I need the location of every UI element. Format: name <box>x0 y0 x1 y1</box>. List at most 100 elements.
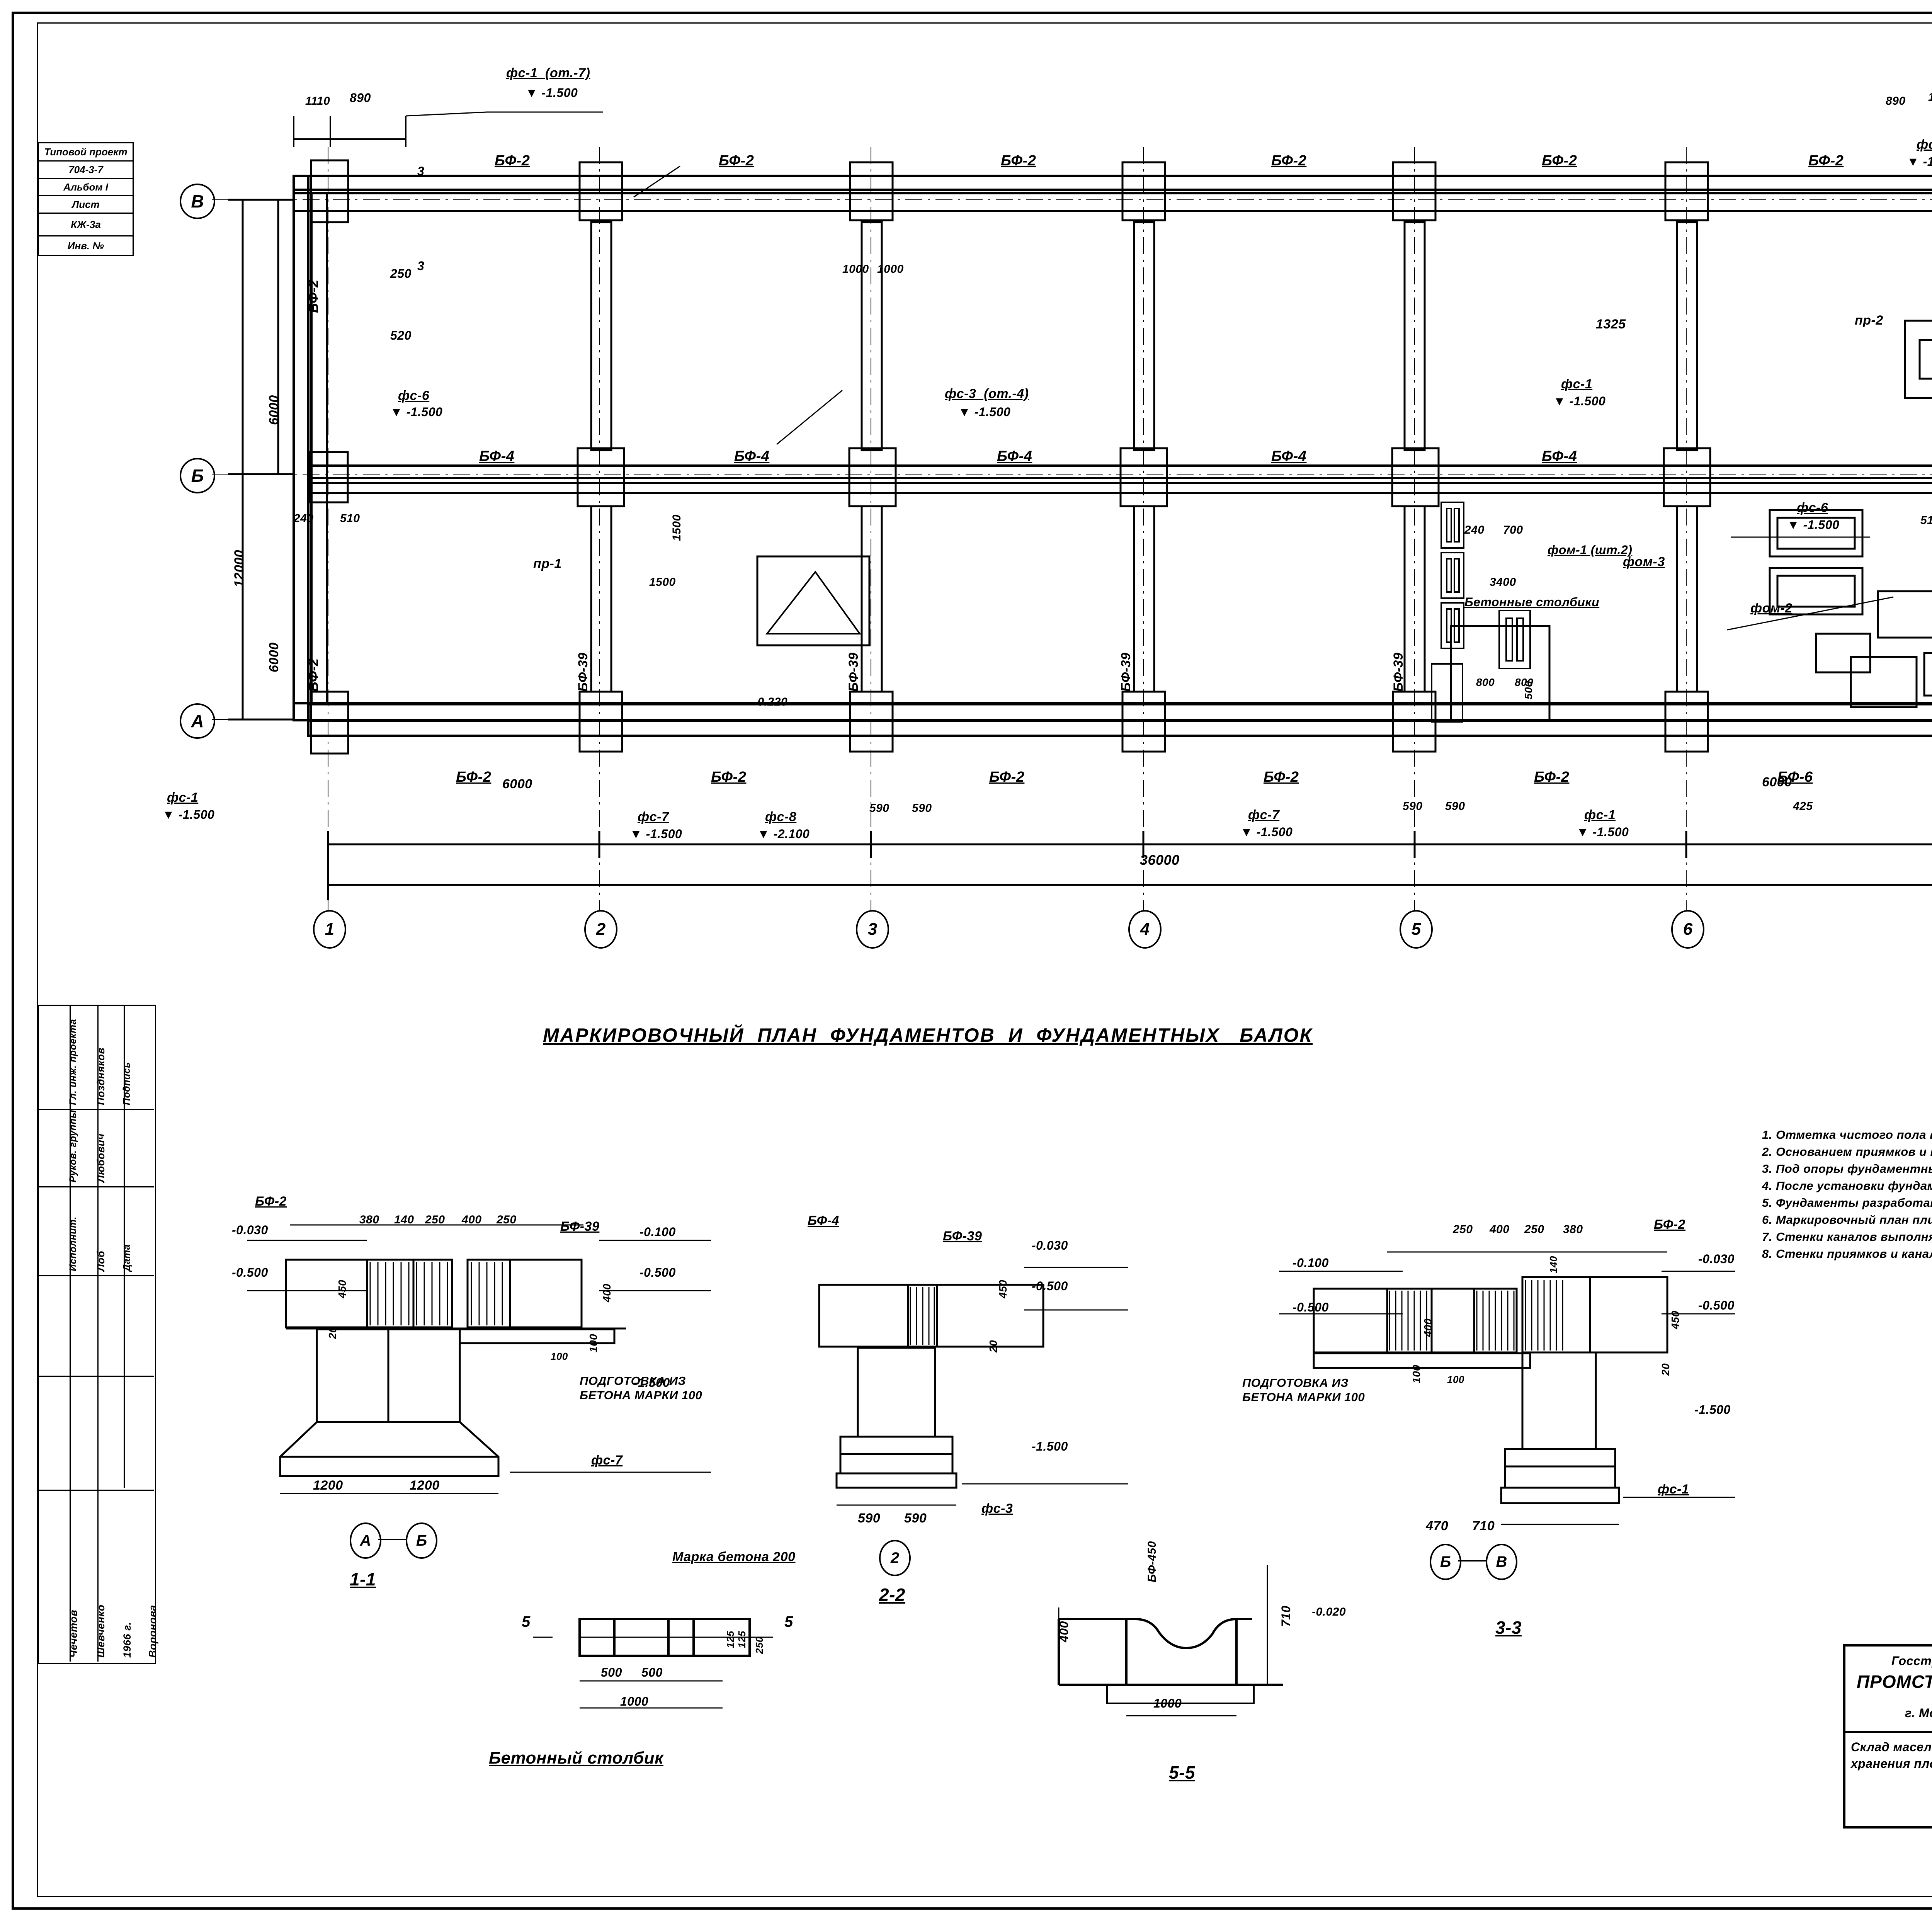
grid-bubble-4[interactable]: 4 <box>1128 910 1162 949</box>
s22-elev-mid: -0.500 <box>1032 1279 1068 1293</box>
plan-depth-dim-1: 6000 <box>267 395 281 425</box>
grid-bubble-5[interactable]: 5 <box>1400 910 1433 949</box>
s33-prep-note: ПОДГОТОВКА ИЗ БЕТОНА МАРКИ 100 <box>1242 1376 1365 1404</box>
beam-label-top-1: БФ-2 <box>495 153 530 169</box>
section-2-2-geometry <box>818 1267 1128 1506</box>
s33-dim-380: 380 <box>1563 1223 1583 1236</box>
plan-sec-mark-3a: 3 <box>417 164 425 178</box>
tb-org-line2: ПРОМСТРОЙПРОЕКТ <box>1857 1672 1932 1692</box>
s33-elev-br: -0.500 <box>1698 1298 1735 1312</box>
left-stamp-row-3: Лист <box>38 195 134 214</box>
beam-label-mid-2: БФ-4 <box>734 448 770 464</box>
plan-depth-dim-2: 6000 <box>267 642 281 672</box>
s11-axis-b-label: Б <box>416 1532 427 1549</box>
beam-label-col-39d: БФ-39 <box>1391 652 1406 692</box>
s22-width-left: 590 <box>858 1511 881 1526</box>
concrete-post-dim-total: 1000 <box>620 1694 649 1708</box>
s11-dim-380: 380 <box>359 1213 379 1226</box>
concrete-post-dim-125b: 125 <box>736 1631 748 1648</box>
plan-dim-1280: 240 <box>294 512 314 525</box>
s55-dim-710: 710 <box>1279 1606 1293 1627</box>
left-stamp-row-0: Типовой проект <box>38 142 134 162</box>
note-item: 2. Основанием приямков и каналов должен … <box>1762 1145 1932 1159</box>
s22-elev-base: -1.500 <box>1032 1439 1068 1453</box>
s33-width-right: 710 <box>1472 1519 1495 1533</box>
plan-dim-590c: 590 <box>1403 800 1423 813</box>
grid-bubble-6-label: 6 <box>1683 920 1693 939</box>
s33-axis-b[interactable]: Б <box>1430 1544 1461 1580</box>
beam-label-top-4: БФ-2 <box>1271 153 1307 169</box>
fs-elev-b1b: ▼ -1.500 <box>1577 825 1629 839</box>
fs-elev-ml: ▼ -1.500 <box>390 405 443 419</box>
s33-label: 3-3 <box>1495 1618 1522 1638</box>
beam-label-mid-5: БФ-4 <box>1542 448 1577 464</box>
grid-bubble-6[interactable]: 6 <box>1671 910 1704 949</box>
s33-elev-bl: -0.500 <box>1293 1300 1329 1314</box>
fom-label-2: фом-2 <box>1750 601 1793 616</box>
grid-bubble-v[interactable]: В <box>180 184 215 219</box>
s33-elev-tr: -0.030 <box>1698 1252 1735 1266</box>
fs-label-ml: фс-6 <box>398 388 430 403</box>
fs-elev-bl: ▼ -1.500 <box>162 808 215 822</box>
fs-label-mr2: фс-6 <box>1797 500 1828 515</box>
s33-dim-100: 100 <box>1447 1374 1464 1385</box>
plan-dim-1110: 1110 <box>305 95 330 107</box>
fs-label-b7: фс-7 <box>638 810 669 824</box>
note-item: 5. Фундаменты разработаны на листах КЖ-5… <box>1762 1196 1932 1210</box>
grid-bubble-3[interactable]: 3 <box>856 910 889 949</box>
plan-dim-250: 250 <box>390 267 412 281</box>
s11-axis-a[interactable]: А <box>350 1522 381 1559</box>
grid-bubble-1[interactable]: 1 <box>313 910 346 949</box>
s11-dim-100v: 100 <box>587 1334 599 1352</box>
concrete-post-plan-label: Бетонные столбики <box>1464 595 1600 609</box>
s33-axis-v-label: В <box>1496 1553 1507 1570</box>
s22-beam-left: БФ-4 <box>808 1213 839 1228</box>
beam-label-col-39a: БФ-39 <box>576 652 590 692</box>
s33-axis-v[interactable]: В <box>1486 1544 1517 1580</box>
s11-axis-a-label: А <box>360 1532 371 1549</box>
beam-label-top-5: БФ-2 <box>1542 153 1577 169</box>
s22-width-right: 590 <box>904 1511 927 1526</box>
fs-elev-tr: ▼ -1.500 <box>1907 155 1932 168</box>
s33-width-left: 470 <box>1426 1519 1449 1533</box>
note-item: 3. Под опоры фундаментных балок уложить … <box>1762 1162 1932 1176</box>
beam-label-mid-1: БФ-4 <box>479 448 515 464</box>
grid-bubble-a-label: А <box>191 711 204 731</box>
grid-bubble-2[interactable]: 2 <box>584 910 617 949</box>
section-3-3-geometry <box>1279 1251 1735 1525</box>
plan-bay-dim-1: 6000 <box>502 777 532 791</box>
plan-depth-dim-3: 12000 <box>232 549 247 587</box>
s11-beam-left: БФ-2 <box>255 1194 287 1209</box>
grid-bubble-b[interactable]: Б <box>180 458 215 493</box>
s33-axis-b-label: Б <box>1440 1553 1451 1570</box>
s11-elev-tl: -0.030 <box>232 1223 268 1237</box>
sheet-frame-outer <box>12 12 1932 1910</box>
grid-bubble-2-label: 2 <box>596 920 606 939</box>
s11-elev-tr: -0.100 <box>639 1225 676 1239</box>
grid-bubble-v-label: В <box>191 191 204 211</box>
beam-label-top-6: БФ-2 <box>1808 153 1844 169</box>
note-item: 7. Стенки каналов выполняются из хорошо … <box>1762 1230 1932 1244</box>
s11-axis-b[interactable]: Б <box>406 1522 437 1559</box>
plan-dim-590a: 590 <box>869 802 889 815</box>
plan-dim-1120: 510 <box>1920 514 1932 527</box>
s11-dim-100: 100 <box>551 1351 568 1362</box>
tb-object: Склад масел и хим-материалов тарного хра… <box>1851 1740 1932 1771</box>
plan-dim-380a: 800 <box>1476 676 1495 688</box>
s11-elev-base: -1.500 <box>634 1376 670 1390</box>
s11-dim-250b: 250 <box>497 1213 517 1226</box>
grid-bubble-a[interactable]: А <box>180 703 215 739</box>
s55-dim-400: 400 <box>1057 1621 1071 1642</box>
s22-axis-2[interactable]: 2 <box>879 1540 911 1576</box>
s11-dim-140: 140 <box>394 1213 414 1226</box>
title-block <box>1843 1644 1932 1829</box>
s22-dim-20: 20 <box>987 1340 999 1352</box>
left-stamp-row-4: КЖ-3а <box>38 213 134 236</box>
fs-elev-b7: ▼ -1.500 <box>630 827 682 841</box>
notes-list: 1. Отметка чистого пола в проекте условн… <box>1762 1126 1932 1262</box>
left-stamp-row-2: Альбом I <box>38 178 134 196</box>
fom-label-1: фом-1 (шт.2) <box>1548 543 1633 557</box>
plan-dim-890: 890 <box>350 91 371 105</box>
left-stamp-row-1: 704-3-7 <box>38 160 134 179</box>
